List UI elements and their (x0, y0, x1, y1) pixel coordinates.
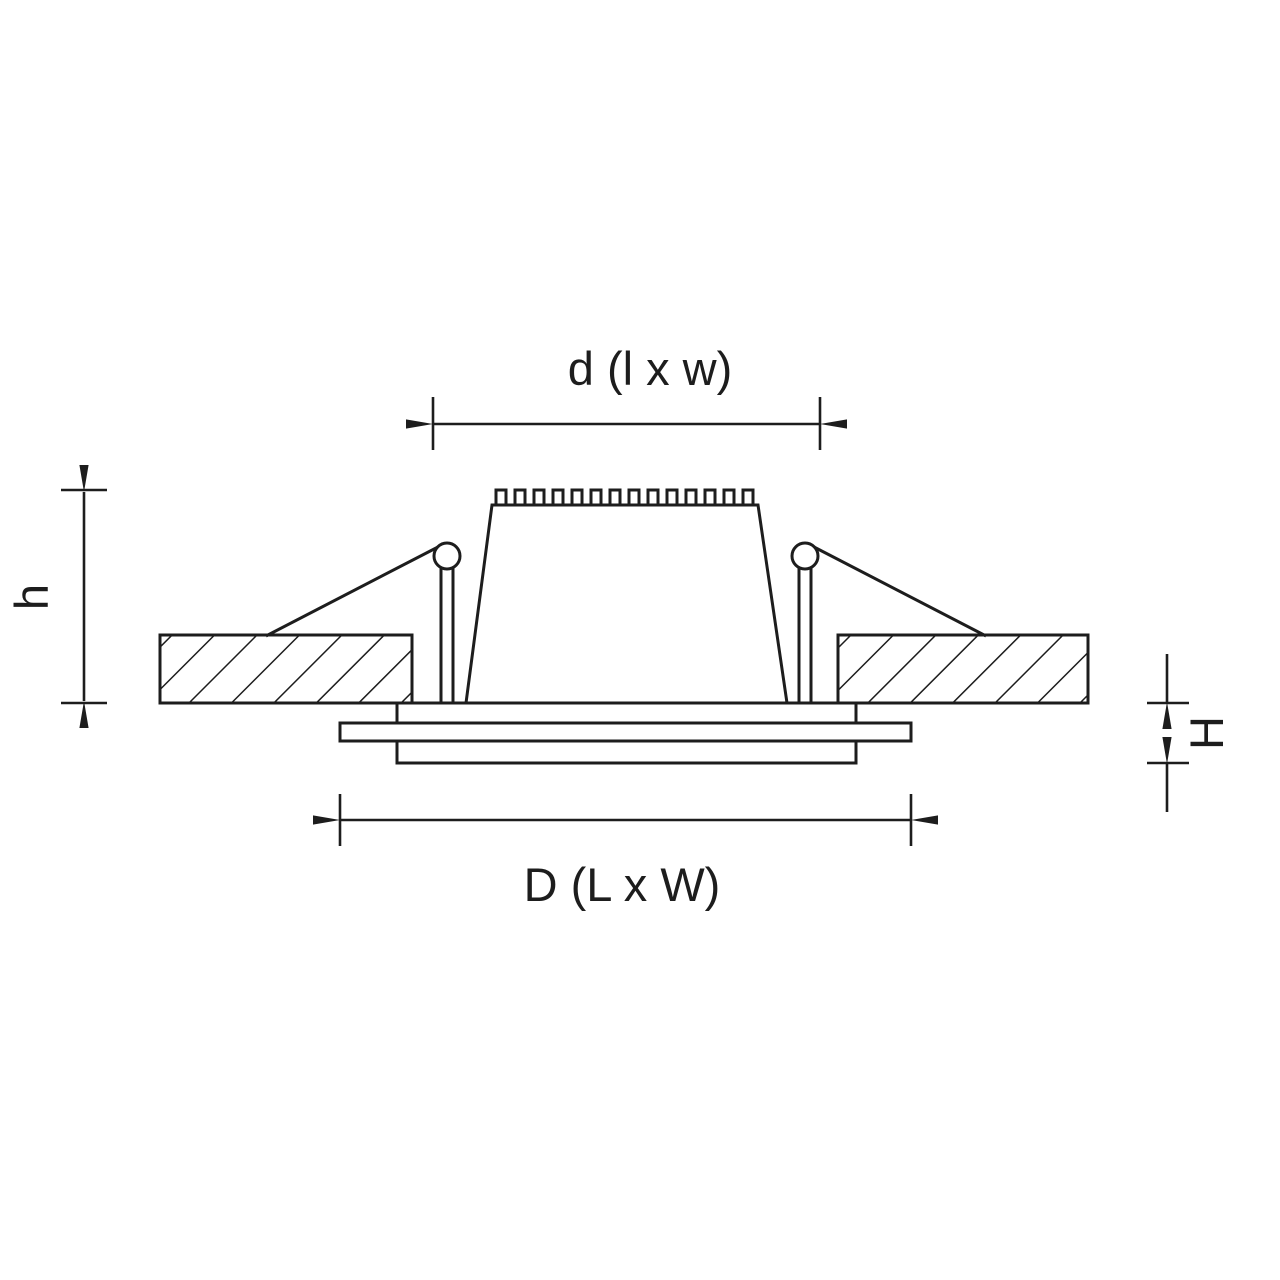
overall-dimension-label: D (L x W) (524, 858, 721, 911)
trim-plate-upper (395, 701, 858, 725)
ceiling-section-left (158, 633, 414, 705)
trim-plate-lower (395, 739, 858, 765)
trim-plate-wide (338, 721, 913, 743)
clip-pivot-right (790, 541, 820, 571)
fixture-body (464, 488, 789, 705)
clip-spring-arm-left (265, 545, 439, 638)
ceiling-hatch-left (158, 633, 414, 705)
trim-flange (338, 701, 913, 765)
protrusion-height-label: H (1180, 716, 1233, 750)
recess-depth-label: h (5, 584, 58, 610)
dimension-protrusion: H (1147, 654, 1233, 812)
ceiling-hatch-right (836, 633, 1090, 705)
cutout-dimension-label: d (l x w) (568, 342, 733, 395)
dimension-recess-depth: h (5, 465, 107, 728)
lamp-housing (464, 503, 789, 705)
dimension-cutout: d (l x w) (406, 342, 847, 450)
spring-clip-left (265, 541, 462, 703)
spring-clip-right (790, 541, 987, 703)
clip-pivot-left (432, 541, 462, 571)
ceiling-section-right (836, 633, 1090, 705)
clip-spring-arm-right (813, 545, 987, 638)
heatsink-fins (494, 488, 755, 505)
dimension-overall: D (L x W) (313, 794, 938, 911)
